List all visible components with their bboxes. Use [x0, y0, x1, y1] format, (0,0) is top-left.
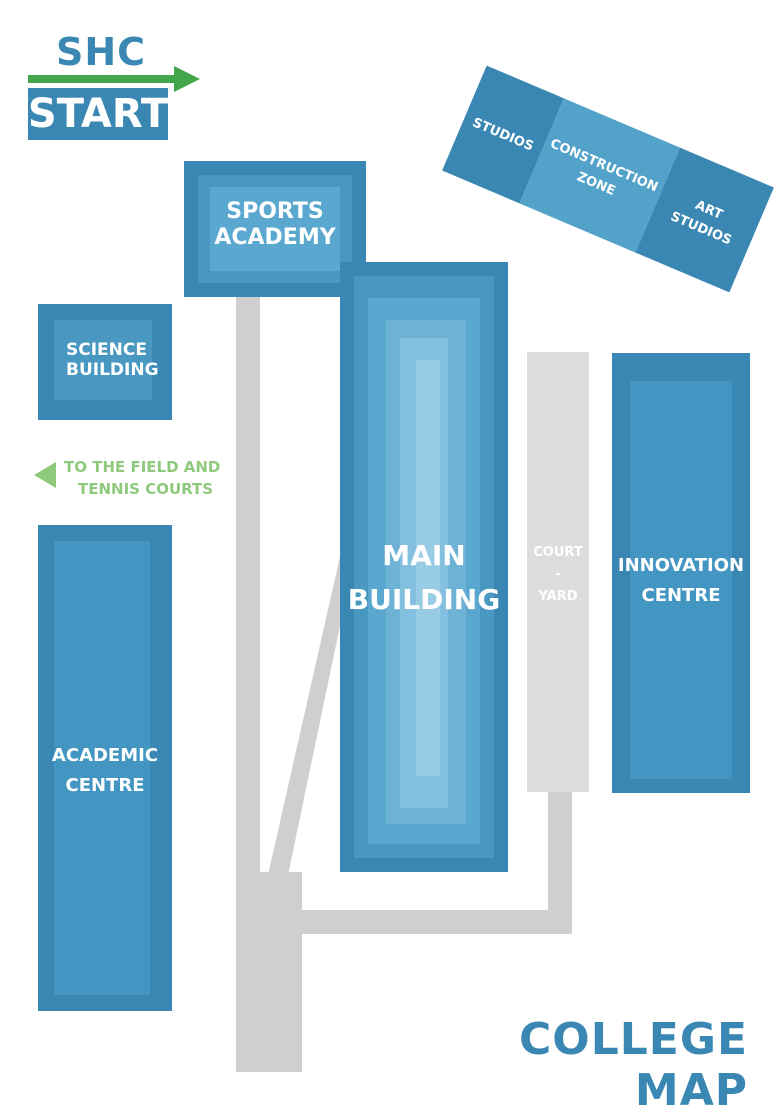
sports-academy-label: SPORTS ACADEMY [214, 199, 336, 251]
innovation-centre-label: INNOVATION CENTRE [617, 555, 745, 606]
walkway-left-vertical [236, 296, 260, 874]
construction-zone-label: CONSTRUCTION ZONE [547, 136, 660, 199]
field-direction-line1: TO THE FIELD AND [64, 458, 221, 476]
science-building-label: SCIENCE BUILDING [66, 340, 159, 381]
courtyard[interactable]: COURT - YARD [527, 352, 589, 792]
building-inner [416, 360, 440, 776]
building-academic-centre[interactable]: ACADEMIC CENTRE [38, 525, 172, 1011]
building-inner [630, 381, 732, 779]
building-studios-block[interactable]: STUDIOS CONSTRUCTION ZONE ART STUDIOS [442, 65, 774, 293]
courtyard-line1: COURT [533, 545, 583, 560]
academic-centre-label: ACADEMIC CENTRE [51, 745, 159, 796]
arrow-left-icon [34, 462, 56, 488]
courtyard-line3: YARD [538, 589, 578, 604]
building-innovation-centre[interactable]: INNOVATION CENTRE [612, 353, 750, 793]
logo-arrow-icon [28, 66, 200, 92]
building-inner [54, 541, 150, 995]
field-direction-label: TO THE FIELD AND TENNIS COURTS [64, 456, 220, 500]
building-sports-academy[interactable]: SPORTS ACADEMY [184, 161, 366, 297]
courtyard-line2: - [555, 567, 561, 582]
map-title: COLLEGE MAP [519, 1014, 748, 1116]
walkway-bottom-vertical [236, 872, 302, 1072]
logo-shc-text: SHC [55, 30, 147, 74]
art-studios-label: ART STUDIOS [668, 197, 734, 249]
field-direction-line2: TENNIS COURTS [78, 480, 214, 498]
building-inner [54, 320, 152, 400]
logo-start-text: START [28, 88, 168, 140]
walkway-horizontal [290, 910, 572, 934]
main-building-label: MAIN BUILDING [347, 539, 501, 616]
walkway-courtyard-connector [548, 790, 572, 934]
courtyard-label: COURT - YARD [527, 542, 589, 608]
building-inner [210, 187, 340, 271]
building-main[interactable]: MAIN BUILDING [340, 262, 508, 872]
building-science[interactable]: SCIENCE BUILDING [38, 304, 172, 420]
studios-label: STUDIOS [470, 114, 536, 155]
walkway-diagonal [268, 530, 360, 875]
